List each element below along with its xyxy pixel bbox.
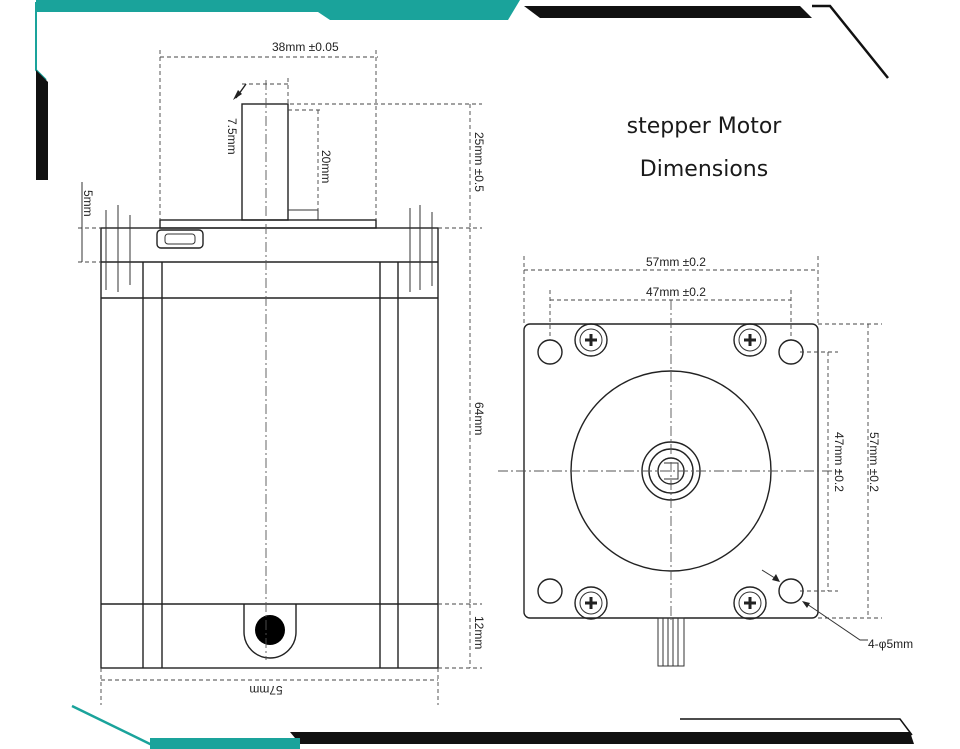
dim-body-width: 57mm <box>249 683 282 697</box>
frame-top-dark <box>524 6 812 18</box>
front-view: 57mm ±0.2 47mm ±0.2 47mm ±0.2 57mm ±0.2 … <box>498 255 913 667</box>
dim-outer-height: 57mm ±0.2 <box>867 432 881 492</box>
dim-holes: 4-φ5mm <box>868 637 913 651</box>
flange-plate <box>159 219 377 229</box>
mount-hole-tl <box>537 339 563 365</box>
cable-bundle <box>657 617 685 667</box>
dim-body-length: 64mm <box>472 402 486 435</box>
mount-hole-bl <box>537 578 563 604</box>
shaft <box>241 103 289 221</box>
side-hatches <box>105 205 433 292</box>
frame-bottom-right-line <box>680 718 913 736</box>
side-view: 38mm ±0.05 7.5mm 20mm 25mm ±0.5 5mm 64mm… <box>78 40 486 705</box>
frame-decoration <box>35 0 914 749</box>
flange-slot <box>156 229 204 249</box>
flange-slot-inner <box>164 233 196 245</box>
shaft-step <box>288 209 319 220</box>
screw-tl <box>574 323 608 357</box>
screw-br <box>733 586 767 620</box>
dim-rear-cap: 12mm <box>472 616 486 649</box>
screw-tr <box>733 323 767 357</box>
dim-shaft-span: 38mm ±0.05 <box>272 40 339 54</box>
dim-shaft-flat: 7.5mm <box>225 118 239 155</box>
frame-bottom-dark <box>290 732 914 744</box>
frame-bottom-teal <box>150 738 300 749</box>
screw-bl <box>574 586 608 620</box>
mount-hole-br <box>778 578 804 604</box>
dim-outer-width: 57mm ±0.2 <box>646 255 706 269</box>
dim-hole-spacing-v: 47mm ±0.2 <box>832 432 846 492</box>
rear-boss <box>243 604 297 659</box>
frame-left-dark <box>36 70 48 180</box>
dim-hole-spacing: 47mm ±0.2 <box>646 285 706 299</box>
dim-flange: 5mm <box>81 190 95 217</box>
title-line2: Dimensions <box>640 157 768 182</box>
dim-shaft-length: 20mm <box>319 150 333 183</box>
frame-right-line <box>812 4 889 79</box>
dim-shaft-total: 25mm ±0.5 <box>472 132 486 192</box>
title-line1: stepper Motor <box>627 114 783 139</box>
mount-hole-tr <box>778 339 804 365</box>
motor-body <box>100 227 439 669</box>
frame-top-teal <box>36 0 520 20</box>
frame-top-line <box>35 2 47 81</box>
rear-cable-hole <box>255 615 285 645</box>
